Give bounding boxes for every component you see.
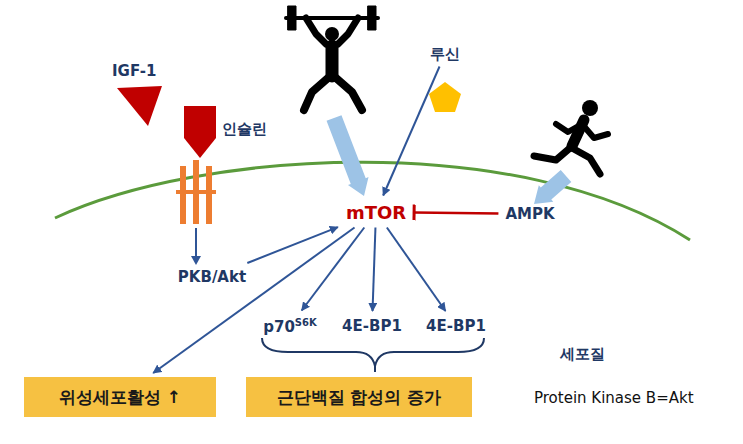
arrow-line — [383, 67, 439, 196]
protein-label: 4E-BP1 — [422, 315, 490, 337]
node-text: 위성세포활성 ↑ — [59, 386, 181, 409]
barbell — [286, 16, 378, 20]
leg — [534, 148, 570, 160]
arm — [582, 124, 608, 138]
leg — [336, 78, 362, 110]
node-text: 4E-BP1 — [342, 317, 402, 335]
plate — [288, 6, 296, 30]
kinase-label: AMPK — [501, 203, 558, 225]
arrow-head — [191, 256, 201, 265]
result-box: 위성세포활성 ↑ — [24, 377, 216, 417]
arm — [306, 18, 326, 44]
arm — [556, 124, 582, 132]
kinase-label: PKB/Akt — [174, 266, 250, 288]
arrow-line — [247, 227, 338, 263]
node-text: 루신 — [430, 45, 460, 64]
node-text: S6K — [295, 317, 317, 328]
weightlifter — [286, 6, 378, 110]
plate — [368, 6, 376, 30]
arrow-line — [387, 228, 446, 312]
node-text: 근단백질 합성의 증가 — [277, 386, 442, 409]
receptor-bar — [180, 166, 186, 224]
exercise-arrow — [534, 170, 571, 204]
arrow-line — [153, 228, 354, 374]
arm — [338, 18, 358, 44]
ligand-label: 인슐린 — [222, 120, 267, 139]
leg — [304, 78, 328, 110]
kinase-label: mTOR — [342, 200, 410, 225]
head — [582, 100, 598, 116]
receptor-bar — [206, 166, 212, 224]
leucine-shape — [429, 82, 461, 112]
arrow-line — [373, 228, 376, 312]
protein-label: p70S6K — [259, 315, 321, 338]
node-text: PKB/Akt — [178, 268, 246, 286]
igf1-triangle — [117, 86, 162, 126]
head — [325, 27, 339, 41]
exercise-arrow — [327, 115, 369, 196]
result-box: 근단백질 합성의 증가 — [246, 377, 472, 417]
receptor-bar — [176, 190, 216, 194]
node-text: mTOR — [346, 202, 406, 223]
ligand-label: IGF-1 — [112, 62, 156, 80]
brace — [262, 338, 484, 366]
runner — [534, 100, 608, 174]
brace-tip — [374, 366, 376, 372]
leg — [572, 148, 600, 174]
torso — [326, 46, 339, 76]
note-text: Protein Kinase B=Akt — [534, 389, 694, 407]
arrow-line — [302, 228, 365, 311]
inhibition-line — [414, 212, 498, 213]
region-label: 세포질 — [560, 345, 605, 364]
protein-label: 4E-BP1 — [338, 315, 406, 337]
node-text: AMPK — [505, 205, 554, 223]
signal-line — [195, 228, 197, 258]
node-text: p70 — [263, 318, 295, 336]
insulin-shape — [184, 106, 216, 158]
receptor — [176, 160, 216, 224]
node-text: 4E-BP1 — [426, 317, 486, 335]
cell-membrane — [55, 162, 690, 240]
leucine-label: 루신 — [430, 45, 460, 64]
